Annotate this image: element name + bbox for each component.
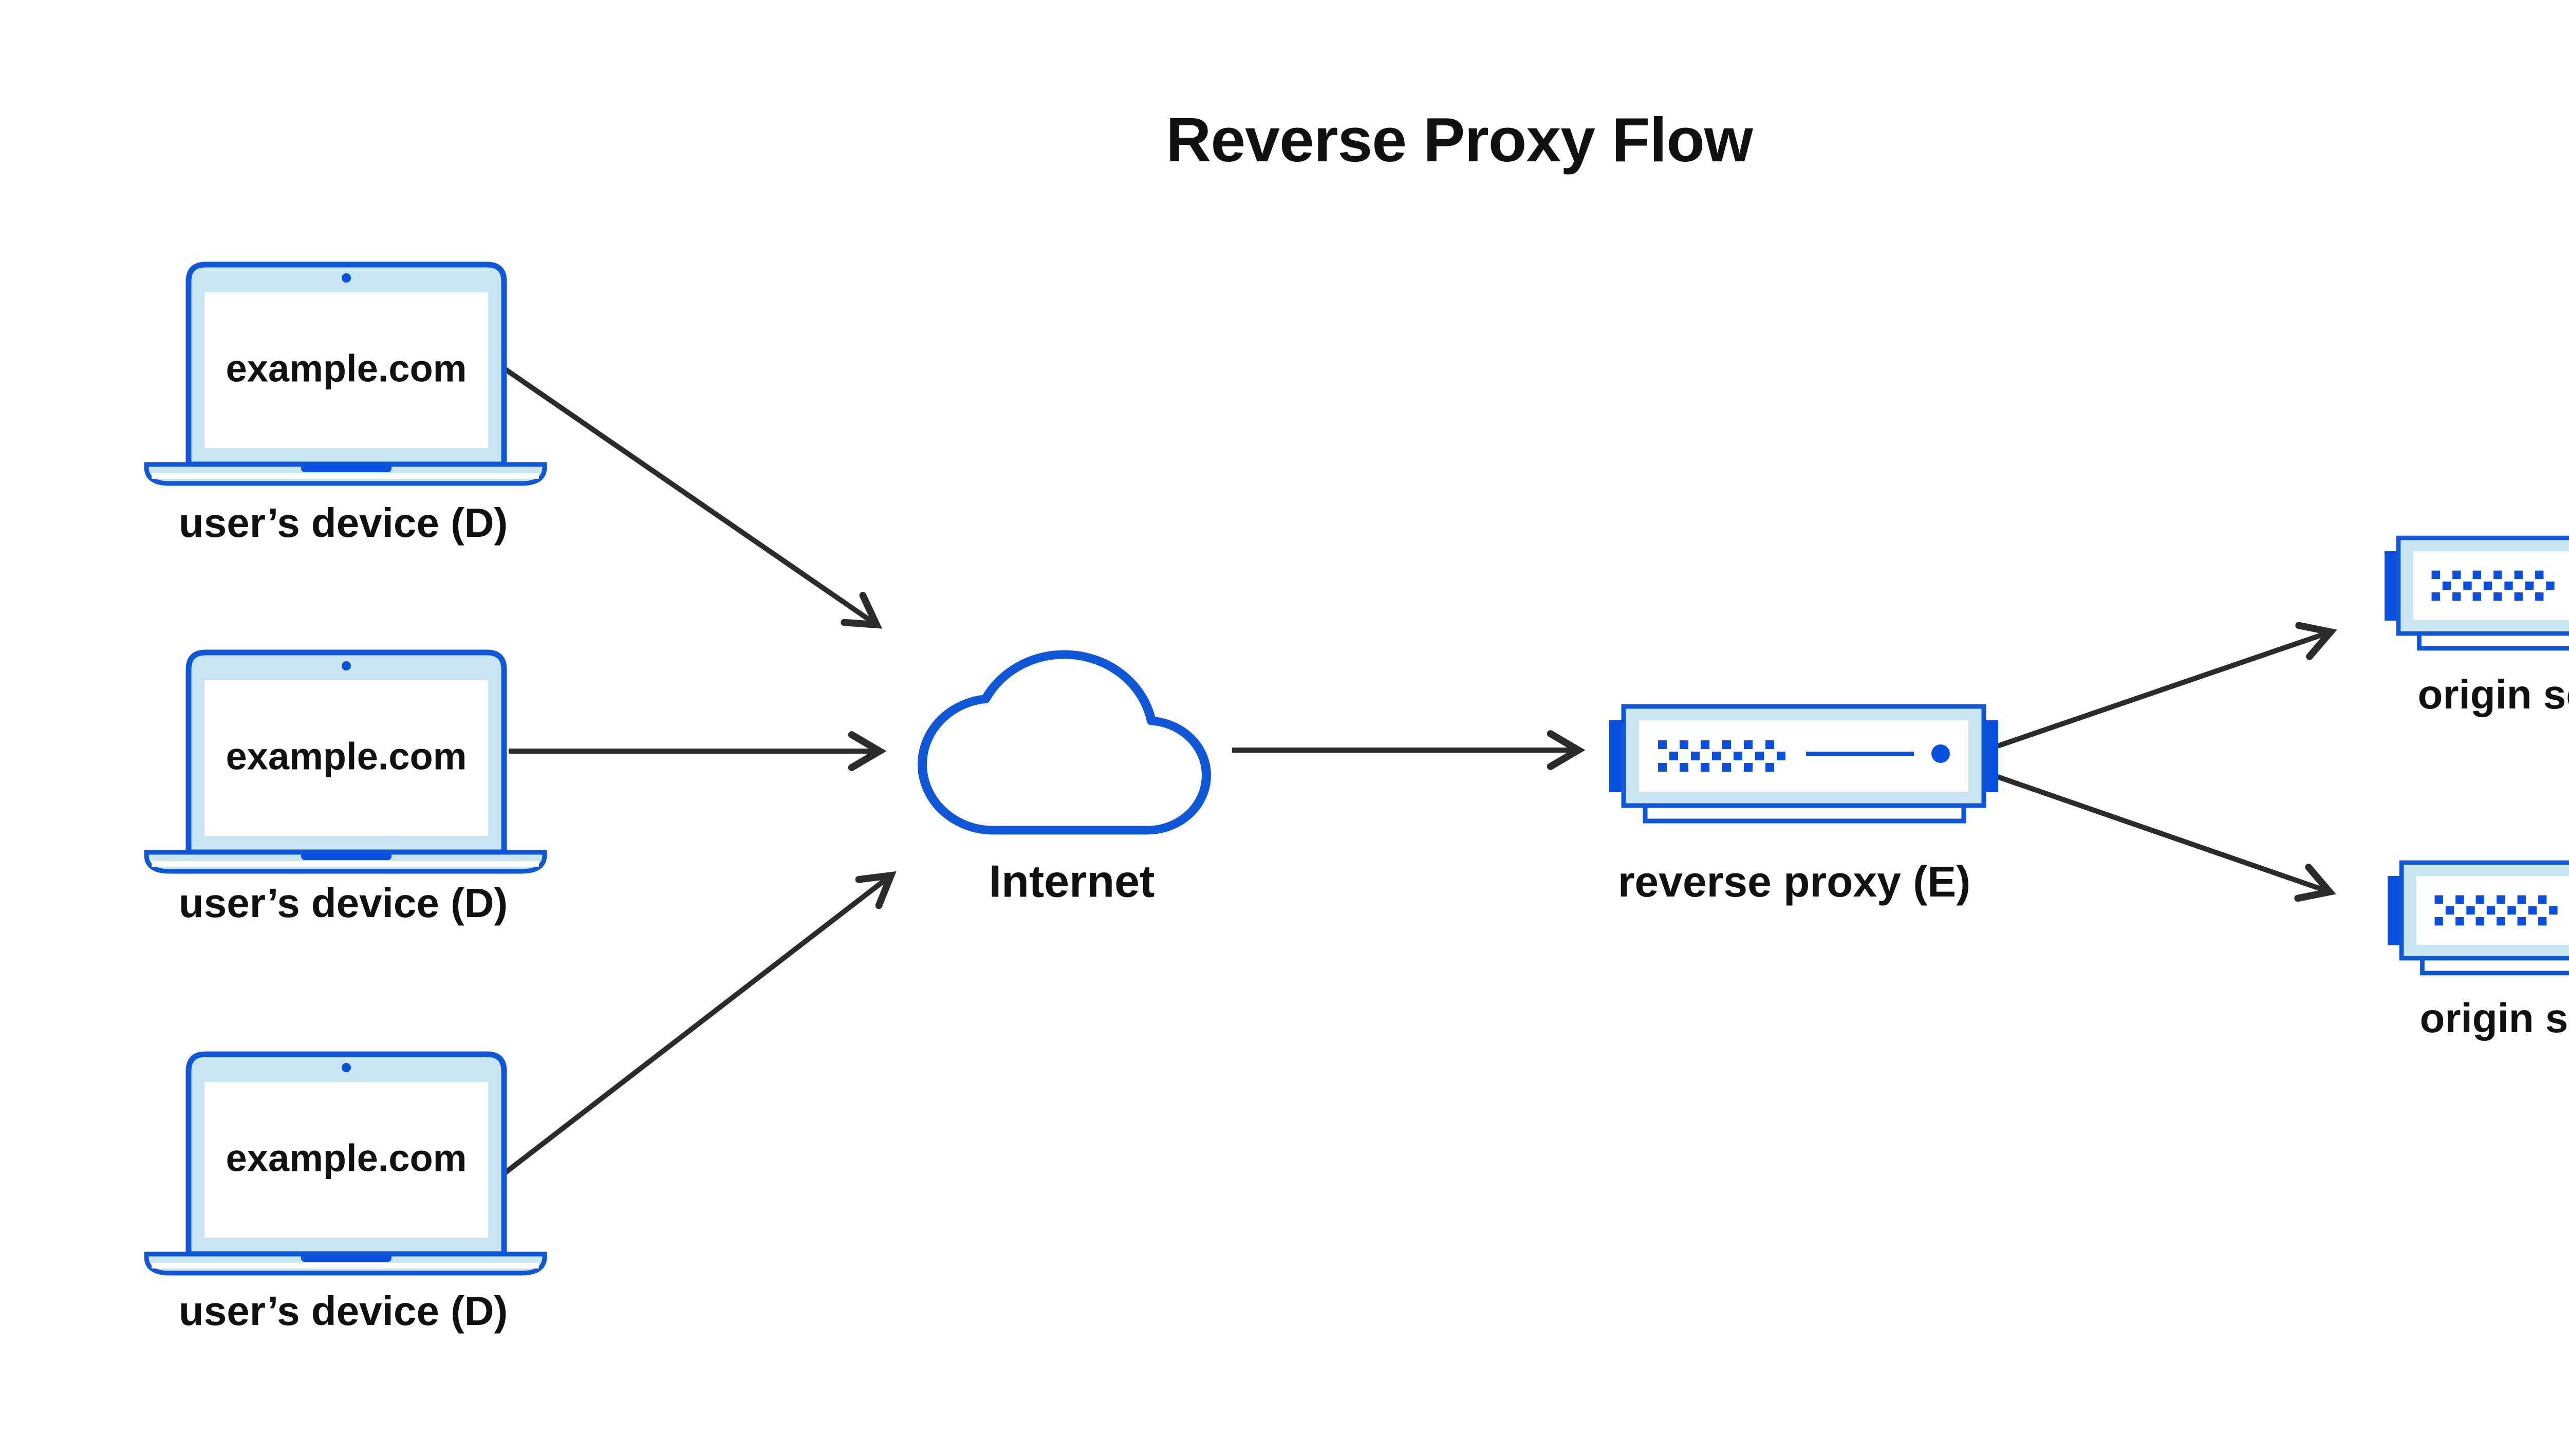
server-icon-reverse-proxy (1609, 706, 1998, 821)
device3-screen-text: example.com (226, 1136, 467, 1180)
server-icon-origin2 (2388, 863, 2569, 973)
origin-server1-label: origin server (F) (2417, 671, 2569, 717)
page-title: Reverse Proxy Flow (1166, 104, 1753, 175)
arrow-device3-to-internet (504, 871, 897, 1174)
device3-label: user’s device (D) (178, 1288, 508, 1334)
server-icon-origin1 (2385, 538, 2569, 648)
arrow-proxy-to-origin1 (1997, 622, 2337, 749)
device1-label: user’s device (D) (178, 500, 508, 546)
device2-label: user’s device (D) (178, 880, 508, 926)
device2-screen-text: example.com (226, 735, 467, 778)
flow-arrows (501, 365, 2337, 1174)
origin-server2-label: origin server (F) (2419, 995, 2569, 1041)
arrow-proxy-to-origin2 (1997, 774, 2336, 902)
reverse-proxy-label: reverse proxy (E) (1617, 857, 1971, 906)
internet-label: Internet (989, 855, 1155, 907)
arrow-device1-to-internet (501, 365, 883, 629)
cloud-icon (918, 650, 1211, 835)
device1-screen-text: example.com (226, 347, 467, 390)
